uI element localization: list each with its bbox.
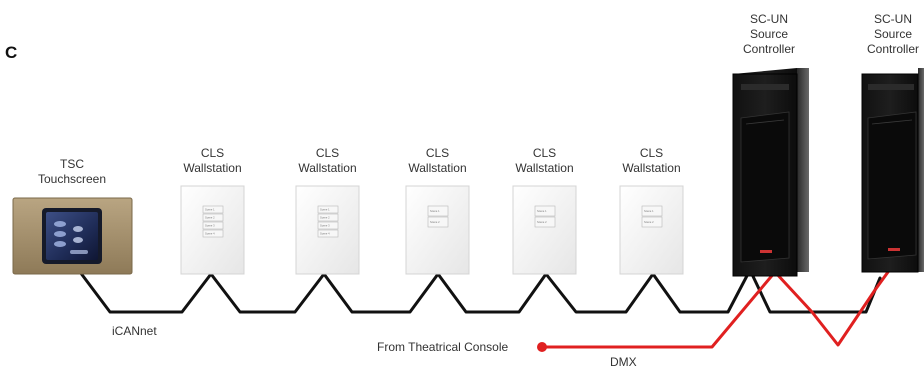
wallstation-faceplate — [180, 185, 245, 275]
wallstation-button-label: Scene 1 — [205, 208, 215, 212]
wallstation-button-label: Scene 2 — [430, 220, 440, 224]
wallstation-label-line2: Wallstation — [183, 161, 241, 175]
controller1-label-line2: Source — [750, 27, 788, 41]
wallstation-label-line1: CLS — [533, 146, 556, 160]
wallstation-button — [427, 205, 449, 217]
wallstation-2: Scene 1 Scene 2 Scene 3 Scene 4 CLSWallstati… — [295, 146, 360, 275]
touchscreen-device — [12, 197, 133, 275]
wallstation-button-label: Scene 4 — [320, 232, 330, 236]
wallstation-button — [641, 205, 663, 217]
wallstation-button — [534, 205, 556, 217]
wallstation-label-line1: CLS — [426, 146, 449, 160]
console-label: From Theatrical Console — [377, 340, 508, 354]
wallstation-faceplate — [512, 185, 577, 275]
wallstation-button-label: Scene 4 — [205, 232, 215, 236]
wallstation-label-line1: CLS — [316, 146, 339, 160]
controller1-label-line3: Controller — [743, 42, 795, 56]
wallstation-button — [317, 213, 339, 222]
wallstation-label-line1: CLS — [640, 146, 663, 160]
wallstation-button — [317, 205, 339, 214]
wallstation-label-line2: Wallstation — [515, 161, 573, 175]
controller1-label-line1: SC-UN — [750, 12, 788, 26]
wallstation-label-line1: CLS — [201, 146, 224, 160]
wallstation-label-line2: Wallstation — [408, 161, 466, 175]
wallstation-button-label: Scene 1 — [644, 209, 654, 213]
wallstation-1: Scene 1 Scene 2 Scene 3 Scene 4 CLSWallstati… — [180, 146, 245, 275]
icannet-cable — [78, 268, 882, 314]
wallstation-button — [317, 221, 339, 230]
wallstation-button — [534, 216, 556, 228]
wallstation-button — [427, 216, 449, 228]
wallstation-button-label: Scene 1 — [537, 209, 547, 213]
wallstation-button-label: Scene 1 — [430, 209, 440, 213]
wallstation-button — [202, 221, 224, 230]
wallstation-faceplate — [405, 185, 470, 275]
figure-label: C — [5, 43, 17, 62]
source-controller-1 — [732, 68, 809, 277]
wallstation-button-label: Scene 3 — [205, 224, 215, 228]
icannet-label: iCANnet — [112, 324, 157, 338]
wallstation-button — [202, 213, 224, 222]
wallstation-button-label: Scene 2 — [537, 220, 547, 224]
controller2-label-line1: SC-UN — [874, 12, 912, 26]
dmx-label: DMX — [610, 355, 637, 369]
wallstation-button — [317, 229, 339, 238]
controller2-label-line3: Controller — [867, 42, 919, 56]
wallstation-button-label: Scene 2 — [320, 216, 330, 220]
touchscreen-label-line2: Touchscreen — [38, 172, 106, 186]
wallstation-faceplate — [619, 185, 684, 275]
controller2-label-line2: Source — [874, 27, 912, 41]
wallstation-button-label: Scene 1 — [320, 208, 330, 212]
wallstation-label-line2: Wallstation — [622, 161, 680, 175]
dmx-cable — [540, 270, 890, 349]
wallstation-button — [202, 229, 224, 238]
wallstation-button-label: Scene 2 — [205, 216, 215, 220]
wallstation-button — [202, 205, 224, 214]
touchscreen-label-line1: TSC — [60, 157, 84, 171]
source-controller-2 — [861, 68, 924, 273]
wallstation-button-label: Scene 2 — [644, 220, 654, 224]
wallstation-button — [641, 216, 663, 228]
wallstation-button-label: Scene 3 — [320, 224, 330, 228]
wallstation-label-line2: Wallstation — [298, 161, 356, 175]
